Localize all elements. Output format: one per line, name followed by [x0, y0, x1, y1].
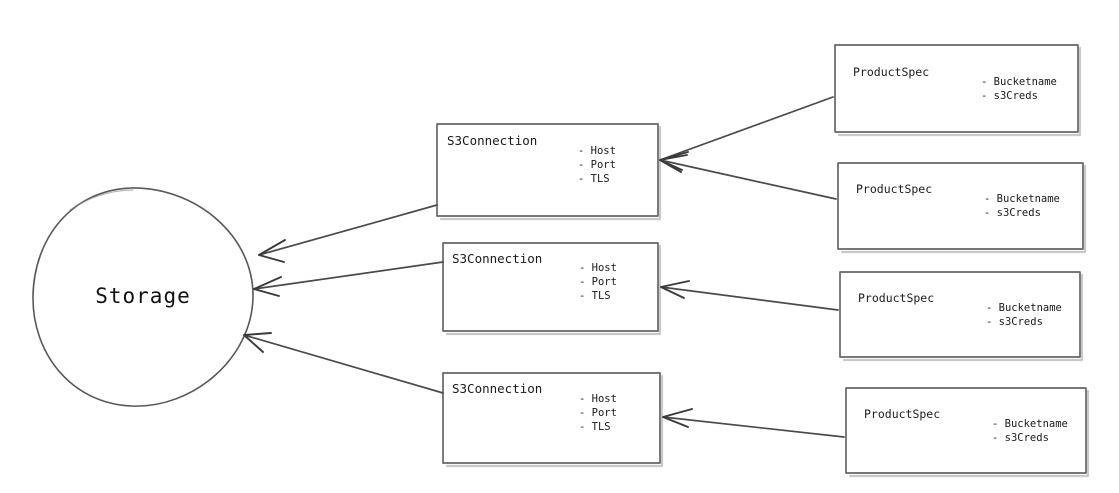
s3connection-node-1-attributes: - Host - Port - TLS: [578, 144, 616, 186]
productspec-node-2-title: ProductSpec: [856, 182, 933, 196]
edge-conn3-to-storage: [243, 332, 444, 394]
s3connection-node-3-title: S3Connection: [452, 381, 543, 396]
attribute-port: - Port: [579, 407, 617, 419]
productspec-box-4-shape: [845, 387, 1090, 478]
attribute-host: - Host: [578, 145, 616, 157]
productspec-node-3[interactable]: ProductSpec - Bucketname - s3Creds: [840, 272, 1080, 357]
attribute-tls: - TLS: [579, 421, 611, 433]
edge-spec3-to-conn2: [660, 280, 839, 311]
productspec-node-1-attributes: - Bucketname - s3Creds: [981, 75, 1057, 103]
edge-conn2-to-storage: [253, 261, 444, 297]
productspec-box-2-shape: [837, 162, 1087, 254]
attribute-port: - Port: [578, 159, 616, 171]
productspec-node-4[interactable]: ProductSpec - Bucketname - s3Creds: [846, 388, 1086, 473]
edge-spec2-to-conn1: [659, 154, 837, 200]
attribute-tls: - TLS: [579, 290, 611, 302]
s3connection-node-2-title: S3Connection: [452, 251, 543, 266]
edge-conn1-to-storage: [258, 204, 438, 263]
attribute-s3creds: - s3Creds: [984, 207, 1041, 219]
attribute-bucketname: - Bucketname: [986, 302, 1062, 314]
attribute-s3creds: - s3Creds: [992, 432, 1049, 444]
productspec-node-2-attributes: - Bucketname - s3Creds: [984, 192, 1060, 220]
s3connection-box-3-shape: [442, 372, 664, 468]
s3connection-node-3-attributes: - Host - Port - TLS: [579, 392, 617, 434]
productspec-node-4-attributes: - Bucketname - s3Creds: [992, 417, 1068, 445]
productspec-node-2[interactable]: ProductSpec - Bucketname - s3Creds: [838, 163, 1083, 249]
productspec-box-1-shape: [834, 44, 1082, 137]
attribute-bucketname: - Bucketname: [981, 76, 1057, 88]
s3connection-node-3[interactable]: S3Connection - Host - Port - TLS: [443, 373, 660, 463]
edge-spec1-to-conn1: [659, 96, 834, 171]
edge-spec4-to-conn3: [662, 408, 845, 438]
attribute-bucketname: - Bucketname: [992, 418, 1068, 430]
s3connection-node-2-attributes: - Host - Port - TLS: [579, 261, 617, 303]
s3connection-box-1-shape: [436, 123, 662, 221]
attribute-host: - Host: [579, 262, 617, 274]
s3connection-node-2[interactable]: S3Connection - Host - Port - TLS: [443, 243, 658, 331]
s3connection-node-1-title: S3Connection: [447, 133, 538, 148]
attribute-s3creds: - s3Creds: [986, 316, 1043, 328]
attribute-tls: - TLS: [578, 173, 610, 185]
attribute-bucketname: - Bucketname: [984, 193, 1060, 205]
attribute-host: - Host: [579, 393, 617, 405]
productspec-node-1-title: ProductSpec: [853, 65, 930, 79]
s3connection-box-2-shape: [442, 242, 662, 336]
storage-node-label: Storage: [95, 284, 191, 308]
productspec-node-1[interactable]: ProductSpec - Bucketname - s3Creds: [835, 45, 1078, 132]
attribute-s3creds: - s3Creds: [981, 90, 1038, 102]
s3connection-node-1[interactable]: S3Connection - Host - Port - TLS: [437, 124, 658, 216]
productspec-box-3-shape: [839, 271, 1084, 362]
productspec-node-3-title: ProductSpec: [858, 291, 935, 305]
productspec-node-4-title: ProductSpec: [864, 407, 941, 421]
productspec-node-3-attributes: - Bucketname - s3Creds: [986, 301, 1062, 329]
attribute-port: - Port: [579, 276, 617, 288]
storage-circle-shape: [32, 187, 254, 407]
